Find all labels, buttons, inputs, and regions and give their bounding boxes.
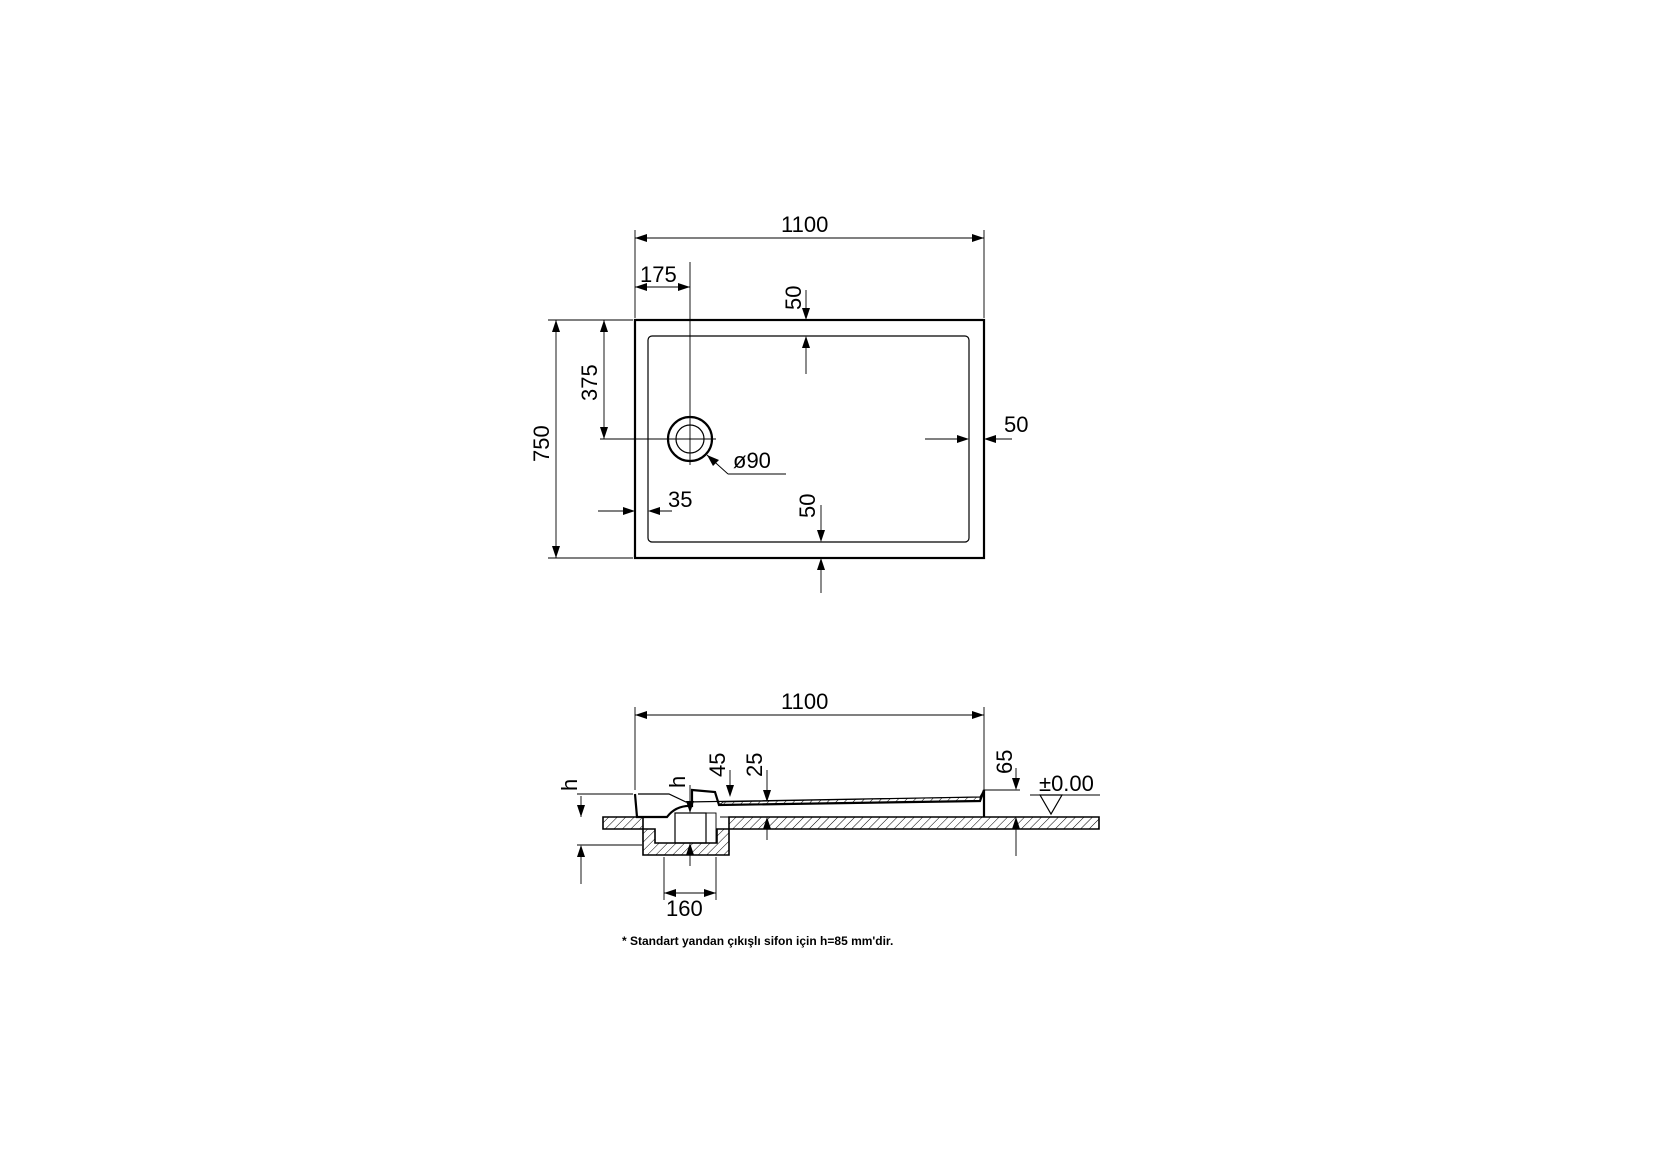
h-label-drain: h xyxy=(665,776,690,788)
level-mark xyxy=(1038,794,1064,816)
right-rim-label: 50 xyxy=(1004,412,1028,437)
drain-y-label: 375 xyxy=(577,364,602,401)
side-width-label: 1100 xyxy=(781,689,828,714)
left-rim-label: 35 xyxy=(668,487,692,512)
rim-45-label: 45 xyxy=(705,753,730,777)
top-width-label: 1100 xyxy=(781,212,828,237)
drain-diameter-label: ø90 xyxy=(733,448,771,473)
rim-25-label: 25 xyxy=(742,753,767,777)
height-65-label: 65 xyxy=(992,750,1017,774)
drain-x-label: 175 xyxy=(640,262,677,287)
floor-slab xyxy=(602,816,1100,856)
top-view: ø90 1100 175 750 375 50 xyxy=(529,212,1028,593)
drain-width-label: 160 xyxy=(666,896,703,921)
tray-floor-hatch xyxy=(717,796,981,806)
footnote: * Standart yandan çıkışlı sifon için h=8… xyxy=(622,934,893,948)
drain-body xyxy=(674,812,707,844)
top-height-label: 750 xyxy=(529,425,554,462)
bottom-rim-label: 50 xyxy=(795,494,820,518)
side-view: 1100 45 25 65 ±0.00 xyxy=(557,689,1100,921)
top-rim-label: 50 xyxy=(781,286,806,310)
level-label: ±0.00 xyxy=(1039,771,1094,796)
h-label-left: h xyxy=(557,779,582,791)
